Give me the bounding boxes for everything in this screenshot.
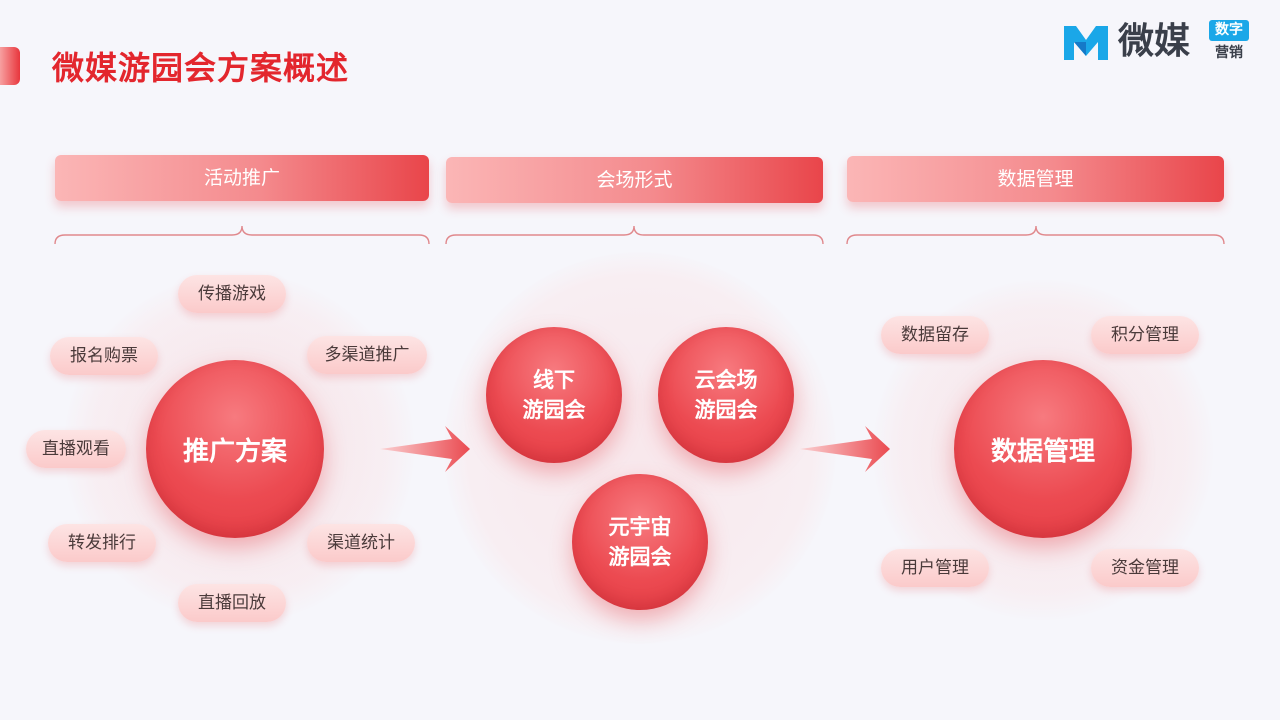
pill-live-replay: 直播回放 (178, 584, 286, 622)
venue-metaverse-circle: 元宇宙游园会 (572, 474, 708, 610)
pill-multichannel: 多渠道推广 (307, 336, 427, 374)
promotion-center-circle: 推广方案 (146, 360, 324, 538)
brace-venue (445, 225, 824, 245)
pill-share-rank: 转发排行 (48, 524, 156, 562)
arrow-icon-1 (380, 426, 470, 472)
banner-venue: 会场形式 (446, 157, 823, 203)
venue-cloud-line2: 游园会 (694, 398, 758, 422)
arrow-icon-2 (800, 426, 890, 472)
banner-promotion: 活动推广 (55, 155, 429, 201)
brace-promotion (54, 225, 430, 245)
venue-offline-line2: 游园会 (522, 398, 586, 422)
banner-data: 数据管理 (847, 156, 1224, 202)
pill-fund-mgmt: 资金管理 (1091, 549, 1199, 587)
title-accent-bar (0, 47, 20, 85)
logo-text: 微媒 (1118, 21, 1191, 62)
page-title: 微媒游园会方案概述 (52, 49, 350, 87)
data-center-circle: 数据管理 (954, 360, 1132, 538)
pill-live-watch: 直播观看 (26, 430, 126, 468)
pill-spread-game: 传播游戏 (178, 275, 286, 313)
pill-points-mgmt: 积分管理 (1091, 316, 1199, 354)
pill-signup-ticket: 报名购票 (50, 337, 158, 375)
venue-offline-line1: 线下 (533, 368, 575, 392)
pill-channel-stats: 渠道统计 (307, 524, 415, 562)
venue-cloud-circle: 云会场游园会 (658, 327, 794, 463)
venue-metaverse-line1: 元宇宙 (608, 515, 672, 539)
brace-data (846, 225, 1225, 245)
venue-metaverse-line2: 游园会 (608, 545, 672, 569)
pill-user-mgmt: 用户管理 (881, 549, 989, 587)
pill-data-retention: 数据留存 (881, 316, 989, 354)
brand-logo: 微媒 数字 营销 (1060, 18, 1256, 66)
logo-badge: 数字 (1209, 20, 1249, 41)
venue-cloud-line1: 云会场 (694, 368, 758, 392)
logo-subtext: 营销 (1215, 45, 1243, 61)
logo-mark-icon (1064, 26, 1108, 60)
venue-offline-circle: 线下游园会 (486, 327, 622, 463)
